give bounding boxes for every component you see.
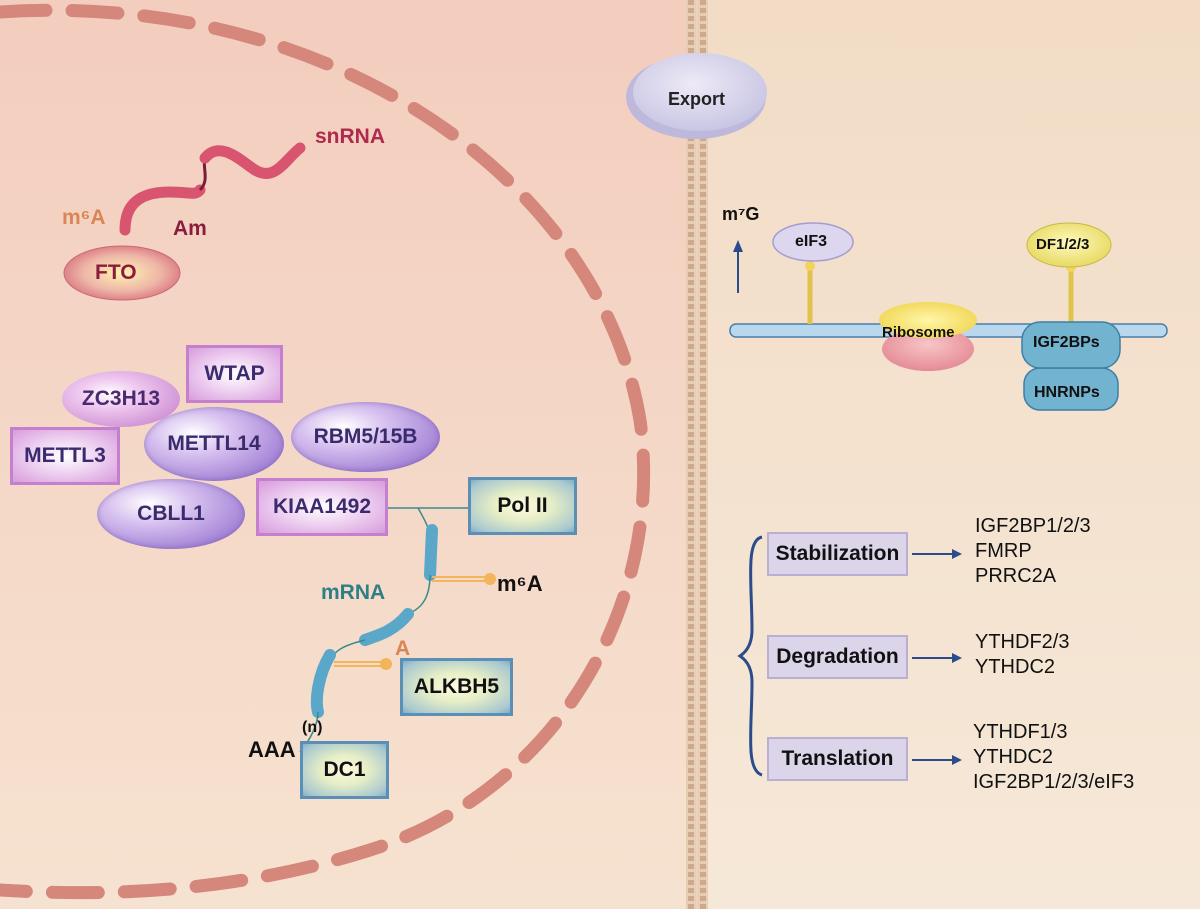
degradation-readers: YTHDF2/3 YTHDC2 xyxy=(975,630,1069,680)
export-label: Export xyxy=(668,89,726,109)
hnrnps-label: HNRNPs xyxy=(1034,384,1100,401)
export-pore xyxy=(626,53,767,139)
m7g-label: m⁷G xyxy=(722,204,760,224)
mrna-label: mRNA xyxy=(321,581,386,604)
am-label: Am xyxy=(173,217,207,240)
cytoplasmic-mrna xyxy=(729,222,1168,411)
fate-stabilization: Stabilization xyxy=(767,532,908,576)
cbll1-oval: CBLL1 xyxy=(97,479,245,549)
df-label: DF1/2/3 xyxy=(1036,236,1090,253)
fate-degradation: Degradation xyxy=(767,635,908,679)
snrna-strand xyxy=(119,142,306,236)
reader-item: PRRC2A xyxy=(975,565,1057,587)
igf2bps-label: IGF2BPs xyxy=(1033,334,1100,351)
cell-membrane xyxy=(686,0,708,909)
fate-translation: Translation xyxy=(767,737,908,781)
fto-ellipse xyxy=(63,245,181,301)
poly-a-n-label: (n) xyxy=(302,719,323,736)
mettl3-box: METTL3 xyxy=(10,427,120,485)
snrna-label: snRNA xyxy=(315,125,386,148)
zc3h13-oval: ZC3H13 xyxy=(62,371,180,427)
reader-item: FMRP xyxy=(975,540,1032,562)
nuclear-mrna xyxy=(299,507,496,753)
a-label: A xyxy=(395,637,411,660)
m6a-fto-label: m⁶A xyxy=(62,206,106,229)
aaa-label: AAA xyxy=(248,737,296,762)
reader-item: IGF2BP1/2/3 xyxy=(975,515,1091,537)
translation-readers: YTHDF1/3 YTHDC2 IGF2BP1/2/3/eIF3 xyxy=(973,720,1134,795)
pol-ii-box: Pol II xyxy=(468,477,577,535)
alkbh5-box: ALKBH5 xyxy=(400,658,513,716)
m6a-mrna-label: m⁶A xyxy=(497,571,543,596)
fate-brace xyxy=(737,535,763,777)
rbm-oval: RBM5/15B xyxy=(291,402,440,472)
reader-item: IGF2BP1/2/3/eIF3 xyxy=(973,771,1135,793)
reader-item: YTHDC2 xyxy=(975,656,1056,678)
eif3-label: eIF3 xyxy=(795,233,828,250)
ribosome-label: Ribosome xyxy=(882,324,955,341)
mettl14-oval: METTL14 xyxy=(144,407,284,481)
nuclear-envelope xyxy=(0,3,651,900)
reader-item: YTHDF2/3 xyxy=(975,631,1070,653)
dc1-box: DC1 xyxy=(300,741,389,799)
stabilization-readers: IGF2BP1/2/3 FMRP PRRC2A xyxy=(975,514,1091,589)
kiaa1492-box: KIAA1492 xyxy=(256,478,388,536)
fate-arrows xyxy=(912,549,962,765)
wtap-box: WTAP xyxy=(186,345,283,403)
fto-label: FTO xyxy=(95,261,137,284)
reader-item: YTHDC2 xyxy=(973,746,1054,768)
reader-item: YTHDF1/3 xyxy=(973,721,1068,743)
